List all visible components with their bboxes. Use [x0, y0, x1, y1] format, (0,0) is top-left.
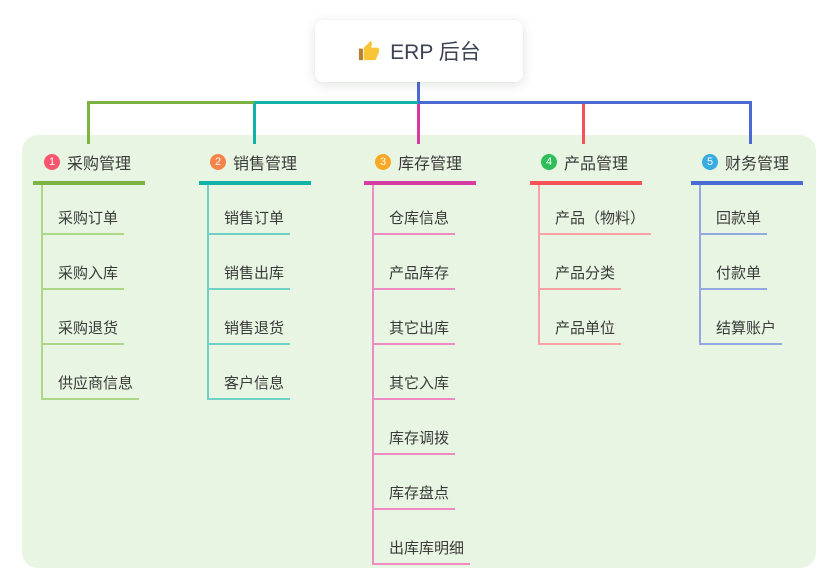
branch-column-inventory: 3 库存管理 仓库信息产品库存其它出库其它入库库存调拨库存盘点出库库明细	[364, 145, 476, 565]
child-node[interactable]: 采购订单	[43, 207, 125, 235]
branch-number-badge: 3	[375, 154, 391, 170]
branch-title-label: 财务管理	[725, 156, 790, 173]
branch-title-sales[interactable]: 2 销售管理	[199, 145, 311, 185]
child-node[interactable]: 出库库明细	[374, 537, 471, 565]
branch-title-inventory[interactable]: 3 库存管理	[364, 145, 476, 185]
connector-corner-left	[87, 101, 90, 104]
thumbs-up-icon	[357, 40, 380, 63]
child-row: 库存盘点	[374, 455, 476, 510]
child-row: 回款单	[701, 185, 803, 235]
connector-bus-blue	[418, 101, 752, 104]
child-node[interactable]: 仓库信息	[374, 207, 456, 235]
branch-number-badge: 1	[44, 154, 60, 170]
branch-title-label: 采购管理	[67, 156, 132, 173]
branch-children: 产品（物料） 产品分类产品单位	[538, 185, 652, 345]
child-row: 其它入库	[374, 345, 476, 400]
child-row: 仓库信息	[374, 185, 476, 235]
child-node[interactable]: 产品（物料）	[540, 207, 652, 235]
child-node[interactable]: 付款单	[701, 262, 768, 290]
child-row: 销售出库	[209, 235, 311, 290]
child-row: 销售订单	[209, 185, 311, 235]
child-node[interactable]: 其它出库	[374, 317, 456, 345]
branch-title-label: 库存管理	[398, 156, 463, 173]
child-row: 出库库明细	[374, 510, 476, 565]
child-row: 产品（物料）	[540, 185, 652, 235]
child-row: 其它出库	[374, 290, 476, 345]
child-node[interactable]: 产品单位	[540, 317, 622, 345]
child-node[interactable]: 产品分类	[540, 262, 622, 290]
connector-corner-right	[749, 101, 752, 104]
branch-column-procurement: 1 采购管理 采购订单采购入库采购退货供应商信息	[33, 145, 145, 400]
branch-title-product[interactable]: 4 产品管理	[530, 145, 642, 185]
branch-title-procurement[interactable]: 1 采购管理	[33, 145, 145, 185]
child-node[interactable]: 结算账户	[701, 317, 783, 345]
child-row: 采购退货	[43, 290, 145, 345]
child-node[interactable]: 回款单	[701, 207, 768, 235]
branch-column-finance: 5 财务管理 回款单付款单结算账户	[691, 145, 803, 345]
child-row: 客户信息	[209, 345, 311, 400]
child-node[interactable]: 采购入库	[43, 262, 125, 290]
branch-children: 回款单付款单结算账户	[699, 185, 803, 345]
child-node[interactable]: 销售订单	[209, 207, 291, 235]
child-row: 产品库存	[374, 235, 476, 290]
connector-root-stem	[417, 82, 420, 102]
child-node[interactable]: 库存调拨	[374, 427, 456, 455]
child-row: 结算账户	[701, 290, 803, 345]
branch-column-sales: 2 销售管理 销售订单销售出库销售退货客户信息	[199, 145, 311, 400]
connector-drop-finance	[749, 104, 752, 144]
branches-panel	[22, 135, 816, 568]
child-node[interactable]: 其它入库	[374, 372, 456, 400]
child-row: 产品分类	[540, 235, 651, 290]
branch-number-badge: 4	[541, 154, 557, 170]
child-row: 采购入库	[43, 235, 145, 290]
child-node[interactable]: 采购退货	[43, 317, 125, 345]
connector-drop-product	[582, 104, 585, 144]
connector-bus-teal	[254, 101, 418, 104]
branch-title-label: 产品管理	[564, 156, 629, 173]
branch-children: 采购订单采购入库采购退货供应商信息	[41, 185, 145, 400]
child-node[interactable]: 库存盘点	[374, 482, 456, 510]
child-node[interactable]: 销售出库	[209, 262, 291, 290]
child-row: 销售退货	[209, 290, 311, 345]
branch-title-label: 销售管理	[233, 156, 298, 173]
child-node[interactable]: 销售退货	[209, 317, 291, 345]
child-row: 付款单	[701, 235, 803, 290]
connector-drop-sales	[253, 104, 256, 144]
root-node[interactable]: ERP 后台	[315, 20, 523, 82]
child-row: 库存调拨	[374, 400, 476, 455]
branch-number-badge: 5	[702, 154, 718, 170]
connector-drop-inventory	[417, 104, 420, 144]
branch-column-product: 4 产品管理 产品（物料） 产品分类产品单位	[530, 145, 652, 345]
branch-title-finance[interactable]: 5 财务管理	[691, 145, 803, 185]
child-row: 采购订单	[43, 185, 145, 235]
branch-children: 仓库信息产品库存其它出库其它入库库存调拨库存盘点出库库明细	[372, 185, 476, 565]
child-row: 产品单位	[540, 290, 651, 345]
branch-children: 销售订单销售出库销售退货客户信息	[207, 185, 311, 400]
root-label: ERP 后台	[390, 41, 481, 64]
connector-bus-green	[87, 101, 254, 104]
child-node[interactable]: 供应商信息	[43, 372, 140, 400]
child-node[interactable]: 客户信息	[209, 372, 291, 400]
child-row: 供应商信息	[43, 345, 145, 400]
connector-drop-procurement	[87, 104, 90, 144]
branch-number-badge: 2	[210, 154, 226, 170]
child-node[interactable]: 产品库存	[374, 262, 456, 290]
